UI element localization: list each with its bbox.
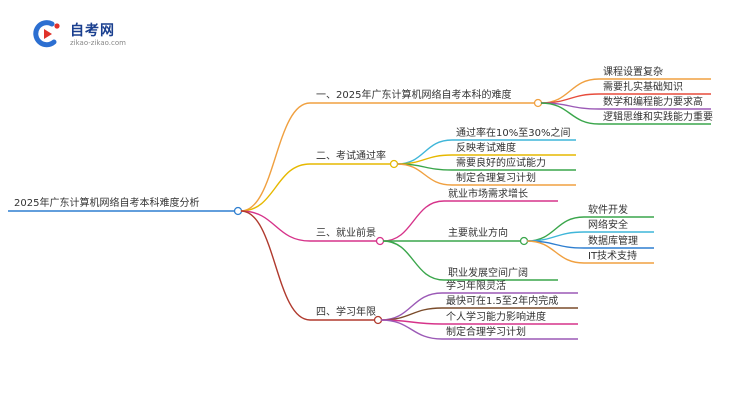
branch-connector	[240, 163, 311, 212]
child-topic: 数学和编程能力要求高	[603, 95, 703, 108]
child-topic: 职业发展空间广阔	[448, 266, 528, 279]
leaf-connector	[526, 240, 585, 264]
branch-connector	[240, 210, 311, 321]
child-topic: 个人学习能力影响进度	[446, 310, 546, 323]
child-connector	[380, 292, 443, 321]
child-topic: 通过率在10%至30%之间	[456, 126, 570, 139]
child-connector	[382, 240, 445, 281]
logo-mark-icon	[33, 20, 60, 48]
leaf-topic: 网络安全	[588, 218, 628, 231]
child-topic: 需要扎实基础知识	[603, 80, 683, 93]
child-topic: 就业市场需求增长	[448, 187, 528, 200]
branch-topic: 四、学习年限	[316, 305, 376, 318]
branch-node	[533, 98, 543, 108]
child-topic: 课程设置复杂	[603, 65, 663, 78]
branch-node	[375, 236, 385, 246]
leaf-topic: 数据库管理	[588, 234, 638, 247]
root-topic: 2025年广东计算机网络自考本科难度分析	[14, 196, 199, 209]
leaf-topic: IT技术支持	[588, 249, 637, 262]
child-connector	[396, 139, 453, 165]
child-topic: 最快可在1.5至2年内完成	[446, 294, 558, 307]
logo-url: zikao-zikao.com	[70, 39, 126, 47]
branch-node	[373, 315, 383, 325]
child-connector	[382, 200, 445, 242]
branch-topic: 三、就业前景	[316, 226, 376, 239]
child-connector	[540, 102, 600, 125]
branch-topic: 一、2025年广东计算机网络自考本科的难度	[316, 88, 511, 101]
logo-title: 自考网	[70, 23, 115, 39]
child-topic: 制定合理学习计划	[446, 325, 526, 338]
child-connector	[396, 163, 453, 186]
child-node	[519, 236, 529, 246]
branch-topic: 二、考试通过率	[316, 149, 386, 162]
child-topic: 反映考试难度	[456, 141, 516, 154]
child-connector	[380, 319, 443, 340]
root-node	[233, 206, 243, 216]
site-logo[interactable]: 自考网 zikao-zikao.com	[30, 18, 140, 52]
branch-connector	[240, 210, 311, 242]
leaf-connector	[526, 216, 585, 242]
child-topic: 需要良好的应试能力	[456, 156, 546, 169]
child-topic: 逻辑思维和实践能力重要	[603, 110, 713, 123]
branch-node	[389, 159, 399, 169]
child-connector	[380, 307, 443, 321]
child-topic: 学习年限灵活	[446, 279, 506, 292]
child-topic: 制定合理复习计划	[456, 171, 536, 184]
branch-connector	[240, 102, 311, 212]
child-connector	[540, 78, 600, 104]
child-topic: 主要就业方向	[448, 226, 508, 239]
leaf-topic: 软件开发	[588, 203, 628, 216]
